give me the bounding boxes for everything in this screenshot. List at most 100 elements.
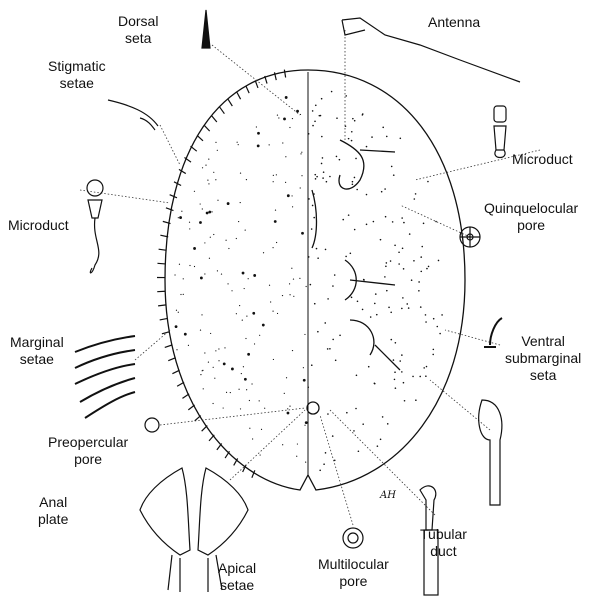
body-dot bbox=[432, 317, 435, 320]
body-dot bbox=[394, 371, 396, 374]
body-dot bbox=[174, 274, 176, 276]
body-dot bbox=[313, 216, 316, 219]
body-dot bbox=[308, 198, 310, 200]
label-line: Dorsal bbox=[118, 13, 159, 29]
label-line: Apical bbox=[218, 560, 257, 576]
label-line: Preopercular bbox=[48, 434, 129, 450]
label-line: Antenna bbox=[428, 14, 481, 30]
body-dot bbox=[211, 211, 213, 213]
body-dot bbox=[346, 411, 348, 414]
body-dot bbox=[311, 204, 314, 207]
marginal-seta bbox=[264, 75, 268, 84]
body-dot bbox=[281, 294, 284, 297]
body-dot bbox=[199, 221, 202, 224]
body-dot bbox=[210, 332, 212, 335]
body-dot bbox=[342, 218, 345, 221]
body-dot bbox=[231, 367, 234, 371]
body-dot bbox=[310, 364, 313, 367]
body-dot bbox=[301, 231, 304, 235]
body-dot bbox=[399, 137, 402, 140]
body-dot bbox=[301, 151, 303, 153]
body-dot bbox=[260, 428, 263, 430]
body-dot bbox=[222, 362, 226, 366]
body-dot bbox=[362, 423, 364, 425]
body-dot bbox=[305, 461, 307, 463]
body-dot bbox=[319, 114, 322, 117]
body-dot bbox=[182, 278, 184, 280]
body-dot bbox=[245, 337, 247, 340]
body-dot bbox=[202, 388, 204, 390]
ventral-submarginal-seta-icon bbox=[484, 317, 503, 348]
body-dot bbox=[246, 389, 248, 391]
body-dot bbox=[222, 407, 224, 409]
body-dot bbox=[208, 158, 210, 160]
body-dot bbox=[296, 443, 299, 445]
body-dot bbox=[329, 348, 331, 350]
body-dot bbox=[183, 332, 187, 336]
body-dot bbox=[179, 216, 182, 219]
body-dot bbox=[245, 178, 248, 181]
body-dot bbox=[361, 113, 364, 115]
body-dot bbox=[313, 302, 316, 305]
marginal-seta bbox=[194, 415, 202, 422]
body-dot bbox=[284, 96, 288, 99]
body-dot bbox=[384, 215, 387, 218]
body-dot bbox=[398, 263, 400, 265]
body-dot bbox=[420, 270, 423, 273]
body-dot bbox=[436, 325, 439, 328]
body-dot bbox=[314, 104, 317, 107]
body-dot bbox=[187, 344, 190, 346]
body-dot bbox=[270, 301, 272, 303]
stigmatic-setae-icon bbox=[107, 99, 159, 131]
body-dot bbox=[357, 450, 360, 453]
body-dot bbox=[398, 251, 400, 254]
body-dot bbox=[236, 141, 238, 143]
marginal-setae-icon bbox=[74, 335, 136, 419]
label-line: Tubular bbox=[420, 526, 467, 542]
body-dot bbox=[259, 334, 261, 336]
body-dot bbox=[314, 173, 317, 176]
body-dot bbox=[432, 348, 435, 351]
body-dot bbox=[204, 352, 206, 354]
body-dot bbox=[321, 135, 323, 138]
body-dot bbox=[350, 296, 353, 299]
label-line: setae bbox=[219, 577, 255, 593]
body-dot bbox=[238, 220, 240, 223]
body-dot bbox=[347, 137, 350, 140]
body-dot bbox=[285, 181, 287, 183]
body-dot bbox=[310, 228, 313, 230]
body-dot bbox=[253, 343, 256, 345]
body-dot bbox=[225, 391, 228, 393]
body-dot bbox=[239, 408, 242, 410]
body-dot bbox=[356, 188, 358, 191]
label-microduct-right: Microduct bbox=[512, 151, 573, 168]
label-line: Microduct bbox=[8, 217, 69, 233]
marginal-seta bbox=[169, 194, 178, 199]
marginal-seta bbox=[190, 145, 198, 152]
marginal-seta bbox=[283, 69, 287, 78]
body-dot bbox=[289, 294, 291, 296]
body-dot bbox=[421, 245, 424, 248]
body-dot bbox=[243, 287, 245, 290]
body-dot bbox=[419, 306, 422, 308]
body-dot bbox=[307, 256, 310, 258]
body-dot bbox=[426, 267, 428, 270]
body-dot bbox=[181, 210, 183, 212]
body-dot bbox=[241, 319, 243, 321]
body-dot bbox=[353, 119, 356, 122]
body-dot bbox=[301, 175, 303, 177]
body-dot bbox=[420, 256, 423, 258]
body-dot bbox=[177, 311, 179, 313]
body-dot bbox=[331, 435, 334, 437]
body-dot bbox=[324, 248, 327, 251]
body-dot bbox=[323, 463, 325, 466]
body-dot bbox=[189, 228, 191, 230]
body-dot bbox=[224, 347, 226, 349]
body-dot bbox=[351, 183, 354, 186]
body-dot bbox=[253, 274, 257, 277]
body-dot bbox=[215, 350, 217, 352]
